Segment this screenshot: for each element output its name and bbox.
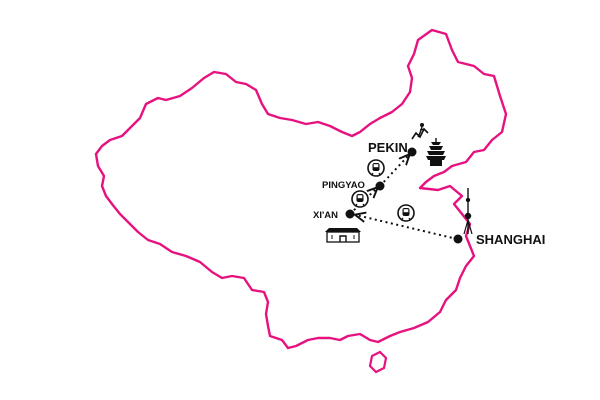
great-wall-icon [411,123,429,140]
city-label-pekin: PEKIN [368,140,408,155]
route-pingyao-pekin [379,155,409,187]
route-shanghai-xian [356,215,458,240]
train-icon [367,159,385,177]
train-icon [397,204,415,222]
train-icon [351,190,369,208]
city-marker-pingyao[interactable] [375,181,385,191]
city-marker-pekin[interactable] [407,147,417,157]
routes [349,155,458,240]
city-label-xian: XI'AN [313,210,338,221]
city-marker-shanghai[interactable] [453,234,463,244]
city-marker-xian[interactable] [345,209,355,219]
city-label-shanghai: SHANGHAI [476,232,545,247]
pearl-tower-icon [463,188,473,235]
pagoda-icon [426,138,446,166]
hainan-island [368,350,388,374]
city-label-pingyao: PINGYAO [322,180,365,191]
china-border [94,28,508,350]
city-gate-icon [325,228,361,243]
route-xian-pingyao [349,188,377,215]
